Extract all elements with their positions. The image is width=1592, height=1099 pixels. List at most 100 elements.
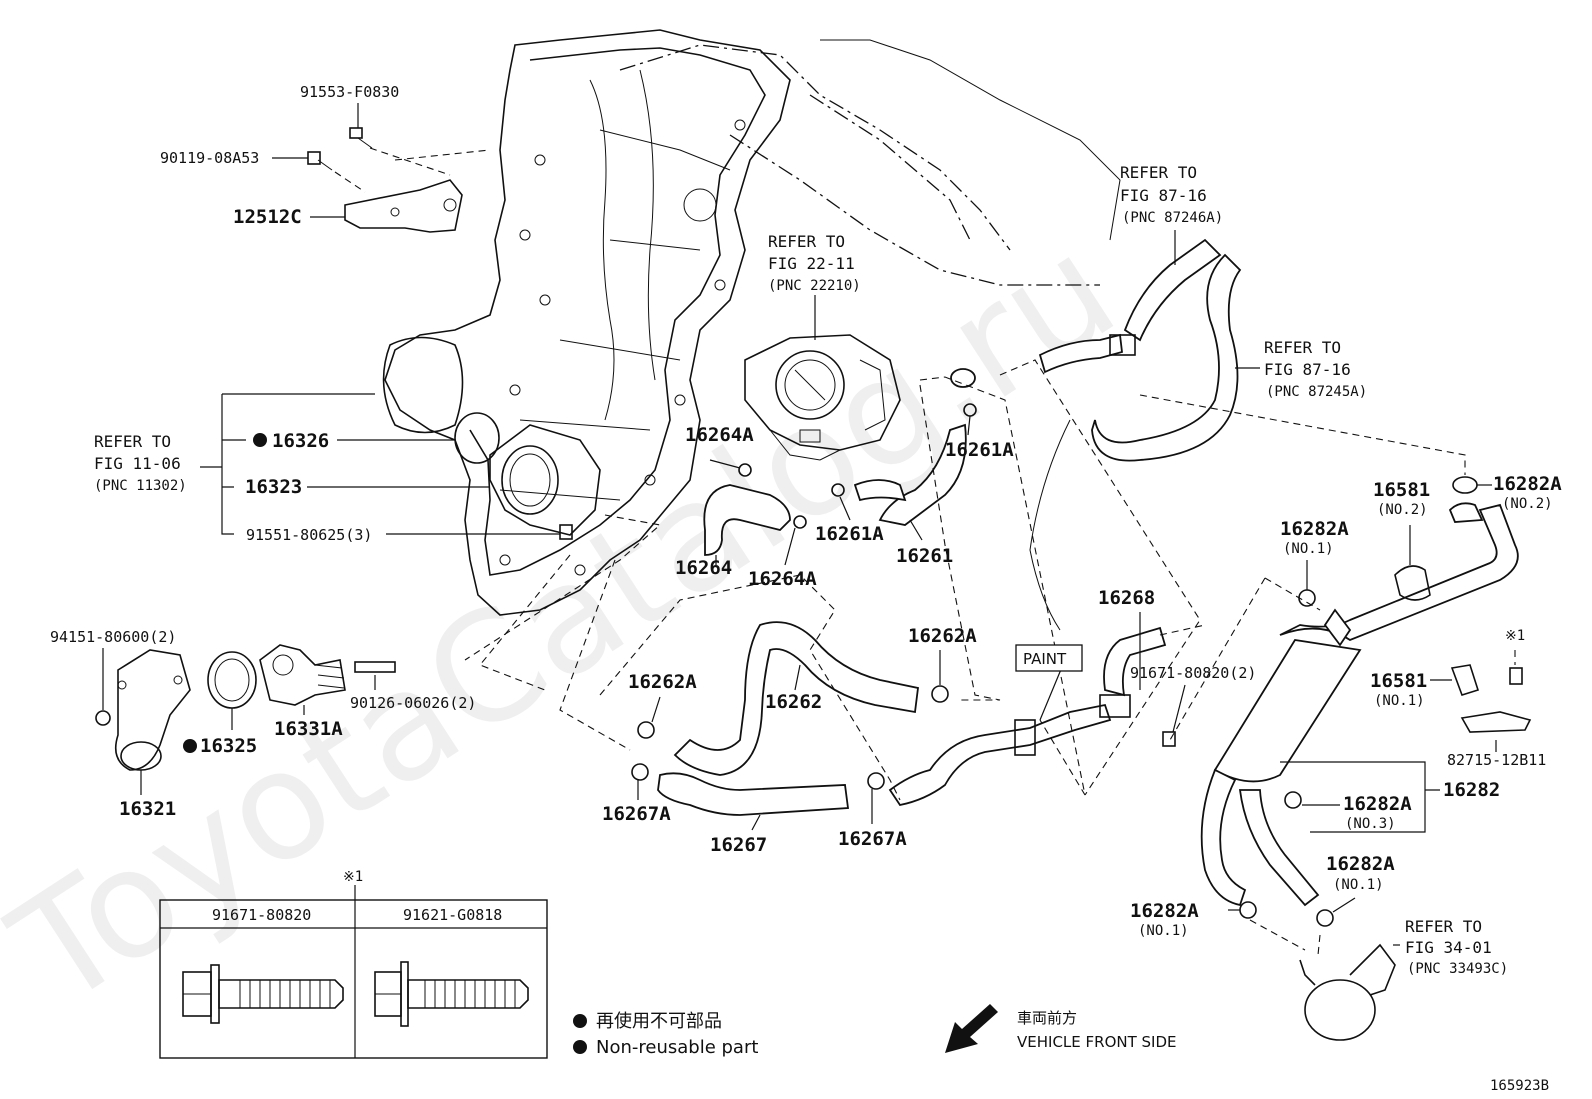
pipe-16268 — [888, 703, 1112, 807]
hose-16262 — [673, 621, 919, 776]
hose-stub — [950, 368, 976, 388]
leader — [967, 415, 971, 436]
engine-side-line — [1029, 419, 1071, 631]
bolt-91553-f0830 — [349, 127, 373, 149]
clip-16282a-no1-top — [1298, 589, 1316, 607]
leader — [909, 519, 923, 541]
label-16262a-left: 16262A — [628, 671, 697, 693]
hose-joint — [1109, 334, 1136, 356]
label-91671-80820: 91671-80820(2) — [1130, 664, 1256, 682]
ref-34-01-line1: REFER TO — [1405, 917, 1482, 936]
dash-lead — [919, 376, 1086, 796]
front-arrow-icon — [945, 1004, 998, 1053]
front-en: VEHICLE FRONT SIDE — [1017, 1033, 1177, 1051]
label-16267a-left: 16267A — [602, 803, 671, 825]
throttle-body — [744, 334, 901, 461]
bracket-82715-12b11 — [1460, 711, 1532, 733]
clip-16262a-right — [931, 685, 949, 703]
legend-en: Non-reusable part — [596, 1037, 758, 1058]
dash-lead — [334, 171, 366, 193]
thermostat-16331a — [259, 644, 346, 706]
clip-16261a-bot — [831, 483, 845, 497]
leader-bracket — [200, 393, 375, 535]
dash-lead — [559, 559, 631, 751]
ref-87-16a-line3: (PNC 87246A) — [1122, 210, 1223, 226]
clip-16282a-no2 — [1452, 476, 1478, 494]
legend-dot-jp — [573, 1014, 587, 1028]
clip-16282a-no3 — [1284, 791, 1302, 809]
bolt-table-mark: ※1 — [343, 869, 363, 885]
pipe-bracket-paint — [1014, 719, 1036, 756]
label-no1-top: (NO.1) — [1283, 541, 1334, 557]
ref-11-06-line3: (PNC 11302) — [94, 478, 187, 494]
figure-id: 165923B — [1490, 1078, 1549, 1094]
label-12512c: 12512C — [233, 206, 302, 228]
bypass-pipe-16282 — [1200, 502, 1519, 907]
ref-87-16b-line2: FIG 87-16 — [1264, 360, 1351, 379]
engine-outline-dash — [619, 44, 1011, 251]
pipe-bracket — [1099, 694, 1131, 718]
dash-lead — [999, 359, 1201, 796]
label-16261a-bot: 16261A — [815, 523, 884, 545]
label-91553-f0830: 91553-F0830 — [300, 83, 399, 101]
legend-jp: 再使用不可部品 — [596, 1011, 722, 1032]
leader — [1039, 666, 1063, 721]
ref-87-16b-line1: REFER TO — [1264, 338, 1341, 357]
label-16581-no1: 16581 — [1370, 670, 1427, 692]
engine-upper-outline — [820, 39, 1121, 241]
engine-outline-dash2 — [809, 94, 971, 241]
bolt-drawing-91671-80820 — [182, 964, 344, 1024]
label-no1-r: (NO.1) — [1333, 877, 1384, 893]
clamp-16581-no2 — [1394, 565, 1431, 601]
dash-lead — [1139, 394, 1466, 475]
clip-16262a-left — [637, 721, 655, 739]
dash-lead — [599, 574, 901, 801]
clip-16267a-right — [867, 772, 885, 790]
label-16282a-no1-l: 16282A — [1130, 900, 1199, 922]
paint-box — [1015, 644, 1083, 672]
label-16262: 16262 — [765, 691, 822, 713]
dash-lead — [369, 147, 451, 176]
label-16326: 16326 — [272, 430, 329, 452]
bolt-91671-80820 — [1162, 731, 1176, 747]
clamp-16581-no1 — [1450, 664, 1480, 696]
label-x1-mark: ※1 — [1505, 628, 1525, 644]
dash-lead — [1159, 624, 1206, 636]
leader — [784, 527, 796, 566]
hose-16267 — [657, 772, 850, 816]
bolt-drawing-91621-g0818 — [374, 961, 529, 1027]
bolt-table: ※1 91671-80820 91621-G0818 — [159, 869, 548, 1059]
leader — [1332, 897, 1356, 913]
water-inlet-16323 — [489, 424, 601, 536]
label-16267: 16267 — [710, 834, 767, 856]
label-16321: 16321 — [119, 798, 176, 820]
hose-16268 — [1103, 626, 1167, 697]
label-16282: 16282 — [1443, 779, 1500, 801]
label-16268: 16268 — [1098, 587, 1155, 609]
leader-bracket — [1280, 761, 1440, 833]
bracket-12512c — [344, 179, 463, 233]
ref-87-16b-line3: (PNC 87245A) — [1266, 384, 1367, 400]
water-outlet-16321 — [114, 649, 191, 771]
dash-lead — [394, 149, 491, 161]
label-82715-12b11: 82715-12B11 — [1447, 751, 1546, 769]
ref-87-16a-line1: REFER TO — [1120, 163, 1197, 182]
leader — [651, 696, 661, 723]
ref-34-01-line3: (PNC 33493C) — [1407, 961, 1508, 977]
label-94151-80600: 94151-80600(2) — [50, 628, 176, 646]
label-91551-80625: 91551-80625(3) — [246, 526, 372, 544]
label-16267a-right: 16267A — [838, 828, 907, 850]
label-16261: 16261 — [896, 545, 953, 567]
legend-dot-en — [573, 1040, 587, 1054]
ref-34-01-line2: FIG 34-01 — [1405, 938, 1492, 957]
label-16331a: 16331A — [274, 718, 343, 740]
dash-lead — [919, 384, 1001, 701]
bolt-90119-08a53 — [307, 151, 333, 171]
leader — [1172, 684, 1186, 733]
heater-hose-a — [1038, 333, 1123, 374]
bolt-x1 — [1509, 667, 1523, 685]
nonreusable-dot-16326 — [253, 433, 267, 447]
leader — [709, 459, 741, 469]
timing-cover-outline — [382, 29, 791, 616]
ref-11-06-line1: REFER TO — [94, 432, 171, 451]
